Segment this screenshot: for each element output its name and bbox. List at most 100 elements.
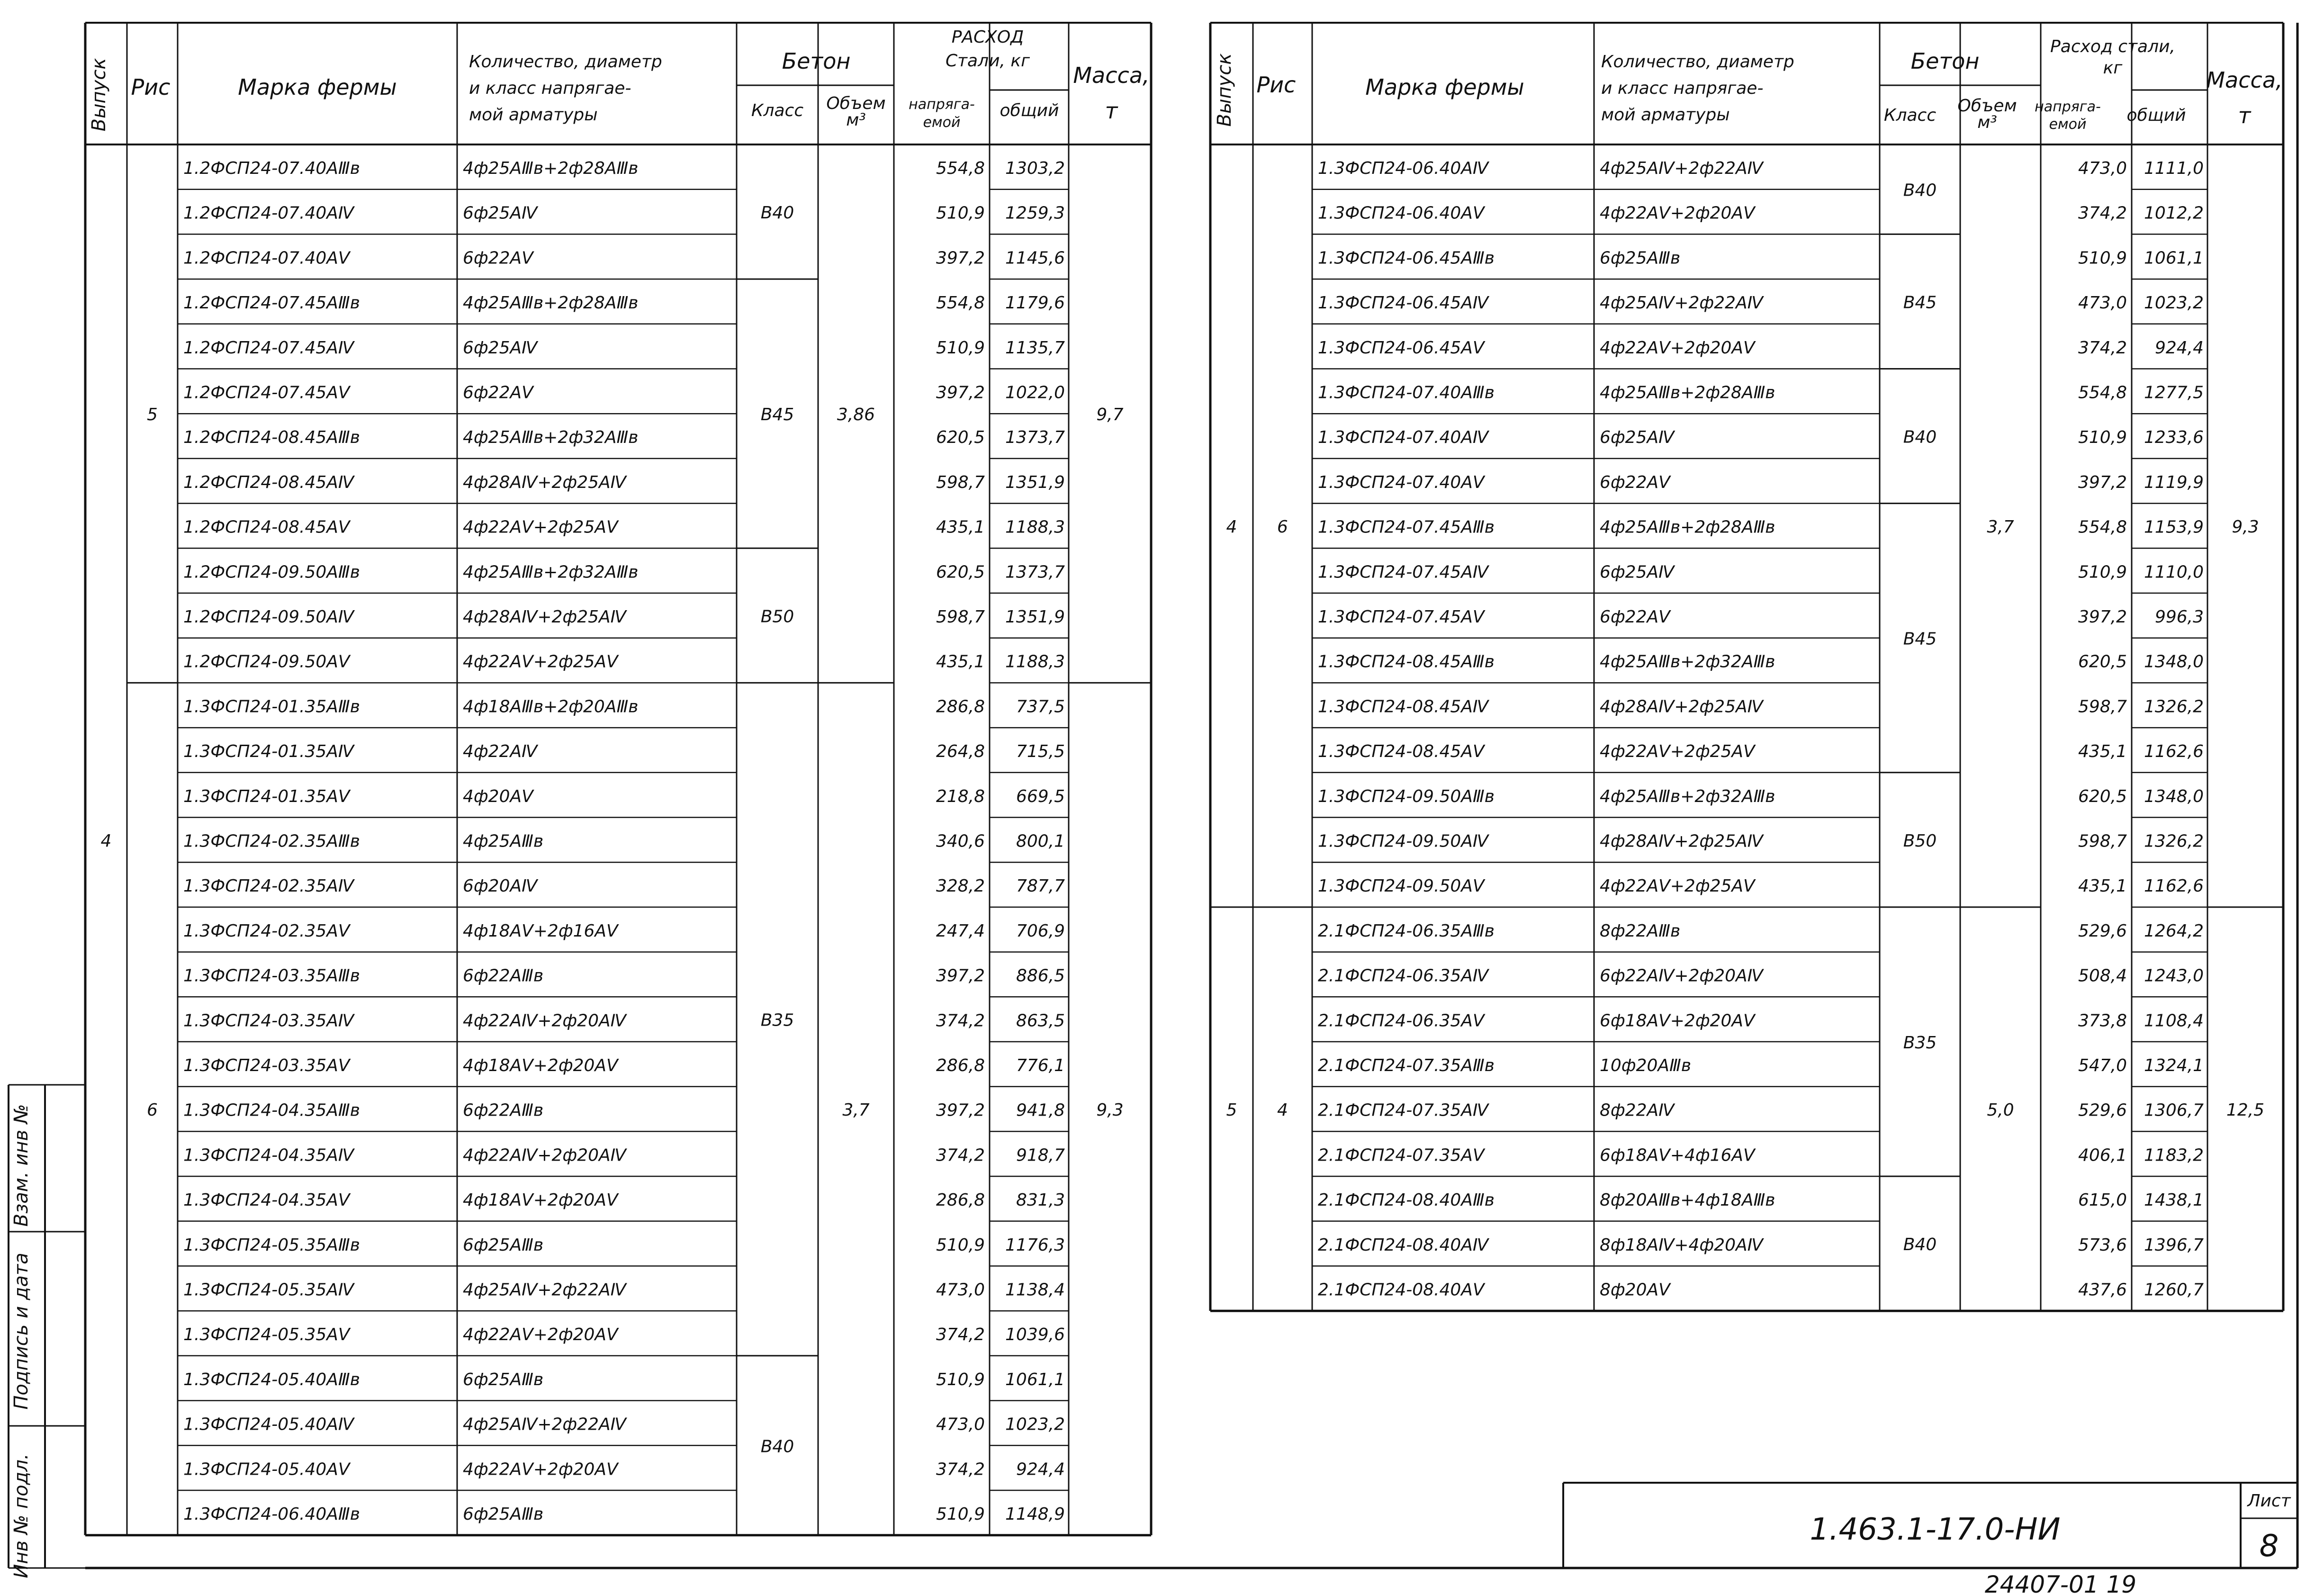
steel-prestressed: 435,1 bbox=[936, 518, 985, 537]
truss-mark: 1.3ФСП24-05.35АⅢв bbox=[183, 1235, 360, 1255]
reinforcement: 8ф22АⅣ bbox=[1600, 1101, 1675, 1120]
header-mass-1: Масса, bbox=[1073, 63, 1149, 88]
steel-total: 1243,0 bbox=[2144, 966, 2204, 986]
steel-total: 886,5 bbox=[1016, 966, 1065, 986]
truss-mark: 1.3ФСП24-07.40АⅤ bbox=[1318, 473, 1486, 492]
steel-total: 1022,0 bbox=[1005, 383, 1065, 403]
reinforcement: 4ф18АⅤ+2ф20АⅤ bbox=[463, 1190, 619, 1210]
reinforcement: 6ф22АⅢв bbox=[463, 966, 543, 986]
steel-prestressed: 373,8 bbox=[2078, 1011, 2127, 1030]
header-steel-1: РАСХОД bbox=[952, 27, 1024, 47]
truss-mark: 1.3ФСП24-07.45АⅣ bbox=[1318, 562, 1490, 582]
reinforcement: 4ф25АⅢв+2ф28АⅢв bbox=[463, 159, 638, 178]
steel-prestressed: 510,9 bbox=[2078, 428, 2127, 447]
truss-mark: 1.2ФСП24-08.45АⅢв bbox=[183, 428, 360, 447]
stamp-inv-label: Инв № подл. bbox=[10, 1453, 32, 1578]
reinforcement: 4ф25АⅣ+2ф22АⅣ bbox=[1600, 159, 1765, 178]
reinforcement: 8ф18АⅣ+4ф20АⅣ bbox=[1600, 1235, 1765, 1255]
sheet-label: Лист bbox=[2246, 1491, 2291, 1511]
reinforcement: 4ф25АⅢв bbox=[463, 832, 543, 851]
steel-total: 669,5 bbox=[1016, 787, 1065, 806]
steel-total: 1061,1 bbox=[2144, 248, 2204, 268]
concrete-class-value: В40 bbox=[1903, 428, 1937, 447]
steel-total: 737,5 bbox=[1016, 697, 1065, 716]
truss-mark: 1.3ФСП24-03.35АⅤ bbox=[183, 1056, 351, 1075]
truss-mark: 1.3ФСП24-05.40АⅣ bbox=[183, 1415, 355, 1434]
steel-prestressed: 554,8 bbox=[2078, 383, 2127, 403]
steel-prestressed: 374,2 bbox=[936, 1325, 985, 1344]
steel-prestressed: 510,9 bbox=[936, 204, 985, 223]
header-volume-2: м³ bbox=[1977, 113, 1997, 132]
truss-mark: 1.3ФСП24-09.50АⅤ bbox=[1318, 876, 1486, 896]
truss-mark: 2.1ФСП24-06.35АⅢв bbox=[1318, 921, 1495, 941]
steel-total: 1111,0 bbox=[2144, 159, 2204, 178]
steel-total: 918,7 bbox=[1016, 1145, 1065, 1165]
reinforcement: 4ф25АⅣ+2ф22АⅣ bbox=[463, 1415, 628, 1434]
steel-total: 800,1 bbox=[1016, 832, 1065, 851]
reinforcement: 4ф28АⅣ+2ф25АⅣ bbox=[463, 607, 628, 627]
steel-prestressed: 554,8 bbox=[936, 293, 985, 313]
steel-total: 1176,3 bbox=[1005, 1235, 1065, 1255]
steel-prestressed: 397,2 bbox=[936, 248, 985, 268]
side-stamp: Инв № подл. Подпись и дата Взам. инв № bbox=[10, 1104, 32, 1578]
truss-mark: 1.2ФСП24-07.40АⅤ bbox=[183, 248, 351, 268]
steel-prestressed: 397,2 bbox=[2078, 607, 2127, 627]
header-reinf-1: Количество, диаметр bbox=[1601, 52, 1794, 72]
truss-mark: 1.3ФСП24-06.40АⅣ bbox=[1318, 159, 1490, 178]
steel-prestressed: 615,0 bbox=[2078, 1190, 2127, 1210]
steel-total: 1348,0 bbox=[2144, 787, 2204, 806]
truss-mark: 1.2ФСП24-07.45АⅣ bbox=[183, 338, 355, 358]
steel-total: 1303,2 bbox=[1005, 159, 1065, 178]
steel-prestressed: 397,2 bbox=[936, 966, 985, 986]
truss-mark: 1.3ФСП24-02.35АⅣ bbox=[183, 876, 355, 896]
truss-mark: 2.1ФСП24-07.35АⅣ bbox=[1318, 1101, 1490, 1120]
steel-prestressed: 554,8 bbox=[2078, 518, 2127, 537]
steel-total: 776,1 bbox=[1016, 1056, 1065, 1075]
steel-prestressed: 508,4 bbox=[2078, 966, 2127, 986]
steel-total: 1108,4 bbox=[2144, 1011, 2204, 1030]
steel-prestressed: 510,9 bbox=[2078, 248, 2127, 268]
fig-value: 4 bbox=[1277, 1100, 1288, 1120]
truss-mark: 2.1ФСП24-08.40АⅣ bbox=[1318, 1235, 1490, 1255]
header-volume-1: Объем bbox=[1957, 96, 2017, 116]
reinforcement: 6ф22АⅤ bbox=[1600, 607, 1671, 627]
steel-total: 706,9 bbox=[1016, 921, 1065, 941]
header-concrete-class: Класс bbox=[1884, 106, 1936, 125]
steel-prestressed: 406,1 bbox=[2078, 1145, 2127, 1165]
right-table-header: Выпуск Рис Марка фермы Количество, диаме… bbox=[1214, 37, 2283, 133]
reinforcement: 4ф25АⅢв+2ф32АⅢв bbox=[1600, 652, 1775, 672]
steel-prestressed: 435,1 bbox=[2078, 742, 2127, 761]
steel-total: 1188,3 bbox=[1005, 652, 1065, 672]
title-block: 1.463.1-17.0-НИ Лист 8 bbox=[1810, 1491, 2291, 1564]
truss-mark: 1.3ФСП24-05.35АⅣ bbox=[183, 1280, 355, 1300]
reinforcement: 6ф22АⅣ+2ф20АⅣ bbox=[1600, 966, 1765, 986]
truss-mark: 1.3ФСП24-06.45АⅣ bbox=[1318, 293, 1490, 313]
truss-mark: 1.3ФСП24-03.35АⅢв bbox=[183, 966, 360, 986]
truss-mark: 1.3ФСП24-01.35АⅣ bbox=[183, 742, 355, 761]
steel-prestressed: 374,2 bbox=[2078, 338, 2127, 358]
steel-prestressed: 247,4 bbox=[936, 921, 985, 941]
steel-prestressed: 286,8 bbox=[936, 1056, 985, 1075]
steel-prestressed: 529,6 bbox=[2078, 921, 2127, 941]
header-steel-pre-2: емой bbox=[2049, 116, 2087, 133]
release-value: 4 bbox=[101, 831, 112, 851]
mass-value: 9,3 bbox=[2232, 517, 2259, 537]
steel-total: 1348,0 bbox=[2144, 652, 2204, 672]
reinforcement: 4ф22АⅤ+2ф25АⅤ bbox=[463, 518, 619, 537]
reinforcement: 4ф25АⅢв+2ф32АⅢв bbox=[463, 428, 638, 447]
header-steel-pre-1: напряга- bbox=[909, 96, 975, 113]
truss-mark: 2.1ФСП24-06.35АⅤ bbox=[1318, 1011, 1486, 1030]
steel-prestressed: 510,9 bbox=[936, 1505, 985, 1524]
reinforcement: 4ф25АⅣ+2ф22АⅣ bbox=[463, 1280, 628, 1300]
steel-prestressed: 374,2 bbox=[936, 1145, 985, 1165]
truss-mark: 1.3ФСП24-06.40АⅢв bbox=[183, 1505, 360, 1524]
header-reinf-1: Количество, диаметр bbox=[469, 52, 662, 72]
steel-prestressed: 264,8 bbox=[936, 742, 985, 761]
steel-prestressed: 397,2 bbox=[936, 383, 985, 403]
reinforcement: 6ф20АⅣ bbox=[463, 876, 539, 896]
steel-prestressed: 473,0 bbox=[936, 1415, 985, 1434]
steel-total: 1306,7 bbox=[2144, 1101, 2204, 1120]
fig-value: 6 bbox=[147, 1100, 158, 1120]
steel-prestressed: 397,2 bbox=[2078, 473, 2127, 492]
steel-total: 787,7 bbox=[1016, 876, 1065, 896]
